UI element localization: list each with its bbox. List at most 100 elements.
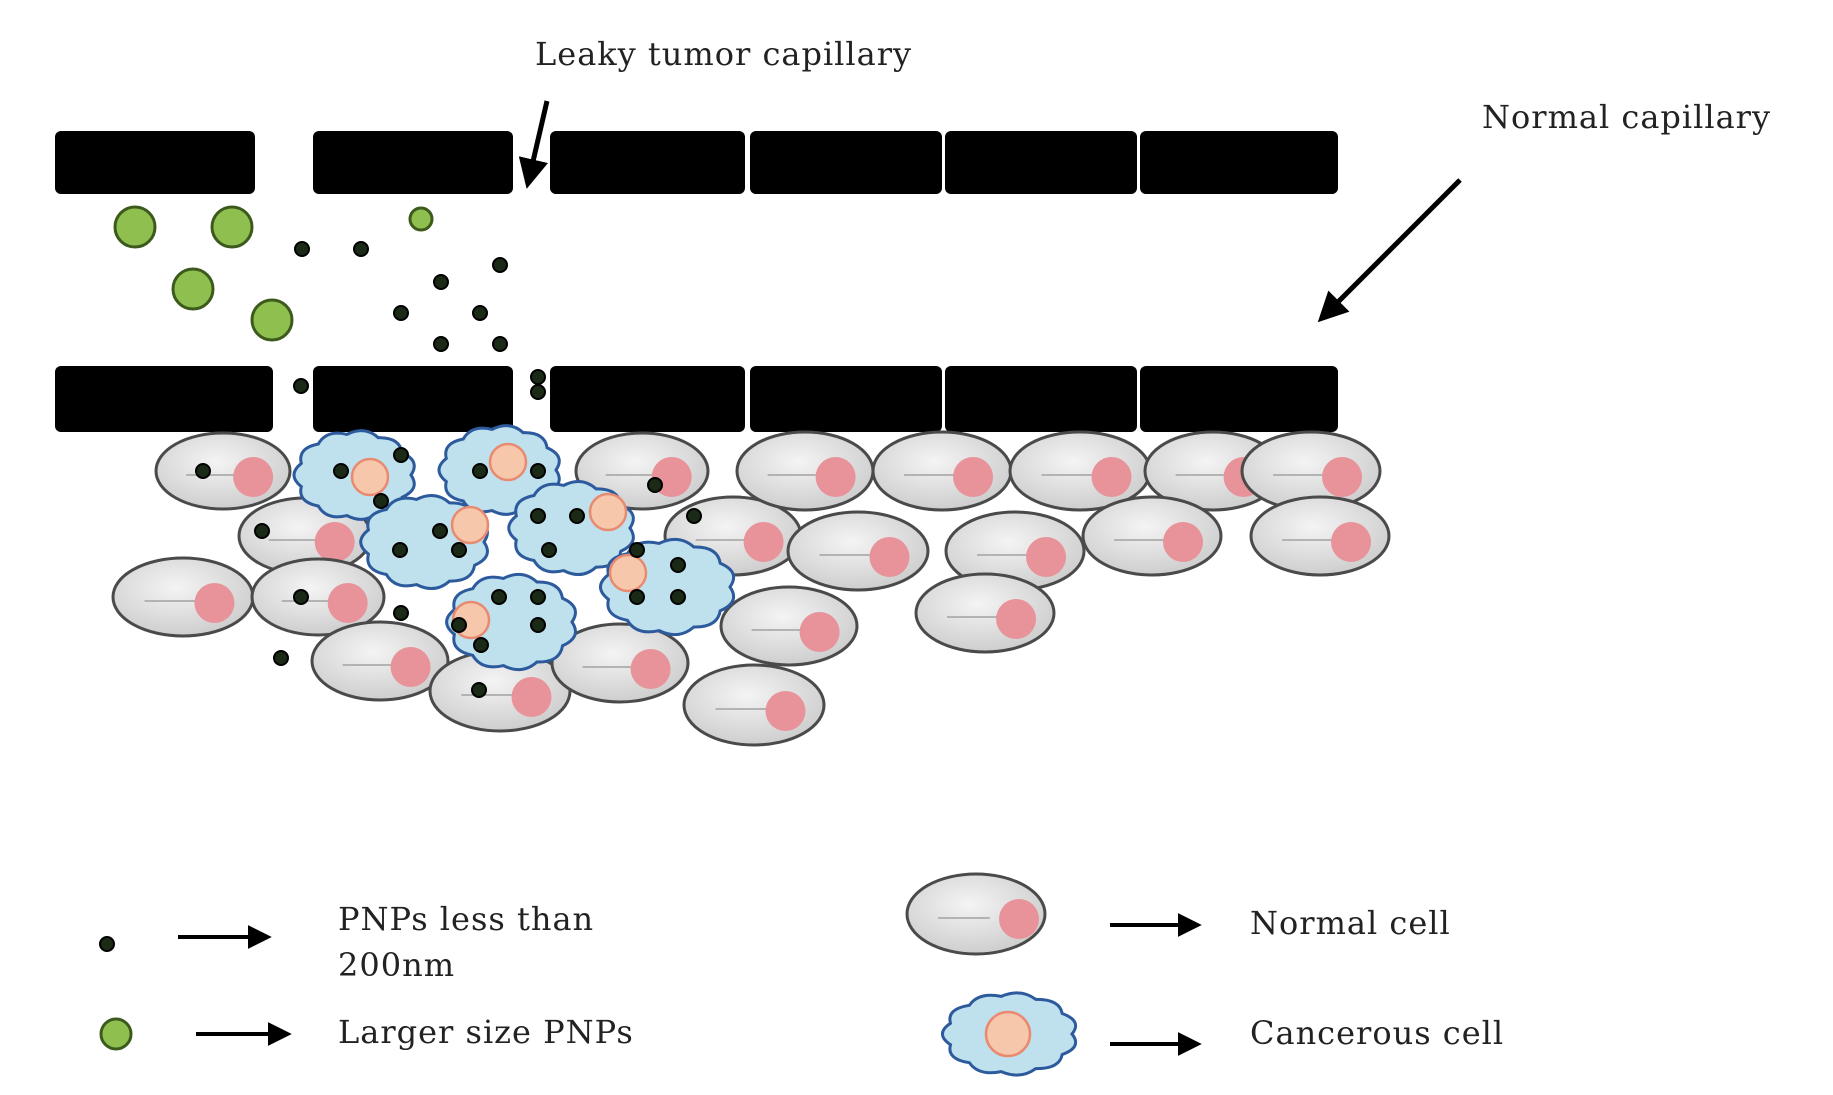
endothelial-segment bbox=[313, 366, 513, 432]
cancer-nucleus bbox=[350, 457, 390, 497]
small-pnp bbox=[333, 463, 349, 479]
cell-nucleus bbox=[194, 583, 235, 623]
small-pnp bbox=[433, 336, 449, 352]
small-pnp bbox=[393, 447, 409, 463]
small-pnp bbox=[569, 508, 585, 524]
small-pnp bbox=[647, 477, 663, 493]
small-pnp bbox=[451, 617, 467, 633]
small-pnp bbox=[530, 384, 546, 400]
cell-nucleus bbox=[999, 899, 1039, 939]
cancer-cell bbox=[940, 991, 1078, 1077]
small-pnp bbox=[293, 378, 309, 394]
normal-cell bbox=[310, 620, 450, 702]
endothelial-segment bbox=[55, 131, 255, 194]
cell-nucleus bbox=[1163, 522, 1204, 562]
large-pnp bbox=[408, 206, 434, 232]
large-pnp bbox=[113, 205, 157, 249]
normal-cell bbox=[154, 431, 292, 511]
small-pnp bbox=[293, 589, 309, 605]
small-pnp bbox=[670, 589, 686, 605]
cell-nucleus bbox=[1322, 457, 1363, 497]
cell-nucleus bbox=[953, 457, 994, 497]
small-pnp bbox=[254, 523, 270, 539]
cell-nucleus bbox=[390, 647, 431, 687]
normal-cell bbox=[1008, 430, 1152, 512]
cancer-nucleus bbox=[488, 442, 528, 482]
normal-cell bbox=[1081, 495, 1223, 577]
small-pnp bbox=[472, 305, 488, 321]
lumen-particles bbox=[113, 205, 546, 400]
endothelial-segment bbox=[313, 131, 513, 194]
extravasated-pnps bbox=[195, 378, 702, 698]
small-pnp bbox=[530, 589, 546, 605]
normal-cell bbox=[428, 649, 572, 733]
cell-nucleus bbox=[233, 457, 274, 497]
small-pnp bbox=[670, 557, 686, 573]
normal-cell bbox=[111, 556, 255, 638]
small-pnp bbox=[393, 605, 409, 621]
capillary-upper-wall bbox=[55, 131, 1338, 194]
legend-cancerous-cell: Cancerous cell bbox=[1250, 1014, 1504, 1052]
small-pnp bbox=[492, 257, 508, 273]
endothelial-segment bbox=[1140, 366, 1338, 432]
normal-capillary-arrow bbox=[1317, 178, 1462, 323]
cancer-cell bbox=[598, 537, 736, 637]
cell-nucleus bbox=[314, 522, 355, 562]
small-pnp bbox=[473, 637, 489, 653]
normal-cell bbox=[871, 430, 1013, 512]
small-pnp bbox=[353, 241, 369, 257]
endothelial-segment bbox=[550, 366, 745, 432]
normal-cell bbox=[719, 585, 859, 667]
cancer-nucleus bbox=[450, 505, 490, 545]
endothelial-segment bbox=[1140, 131, 1338, 194]
small-pnp bbox=[195, 463, 211, 479]
cell-nucleus bbox=[765, 691, 806, 731]
small-pnp bbox=[373, 493, 389, 509]
cell-nucleus bbox=[869, 537, 910, 577]
large-pnp bbox=[171, 267, 215, 311]
small-pnp bbox=[393, 305, 409, 321]
small-pnp bbox=[472, 463, 488, 479]
cell-nucleus bbox=[630, 649, 671, 689]
large-pnp bbox=[250, 298, 294, 342]
small-pnp bbox=[433, 274, 449, 290]
legend-normal-cell: Normal cell bbox=[1250, 904, 1451, 942]
cancer-nucleus bbox=[608, 553, 648, 593]
small-pnp bbox=[530, 617, 546, 633]
legend-small-pnp-line1: PNPs less than bbox=[338, 900, 594, 938]
small-pnp bbox=[451, 542, 467, 558]
small-pnp bbox=[530, 369, 546, 385]
endothelial-segment bbox=[550, 131, 745, 194]
cell-nucleus bbox=[1331, 522, 1372, 562]
cell-nucleus bbox=[799, 612, 840, 652]
cell-nucleus bbox=[1091, 457, 1132, 497]
cancer-cell bbox=[437, 424, 561, 516]
small-pnp bbox=[392, 542, 408, 558]
small-pnp bbox=[530, 463, 546, 479]
leaky-capillary-arrow bbox=[518, 100, 550, 189]
endothelial-segment bbox=[55, 366, 273, 432]
small-pnp bbox=[686, 508, 702, 524]
normal-cell-layer bbox=[111, 430, 1391, 747]
normal-cell bbox=[944, 510, 1086, 592]
leaky-capillary-label: Leaky tumor capillary bbox=[535, 35, 912, 73]
small-pnp bbox=[273, 650, 289, 666]
small-pnp-symbol bbox=[99, 936, 115, 952]
cell-nucleus bbox=[511, 677, 552, 717]
normal-cell-symbol bbox=[905, 872, 1047, 956]
normal-cell bbox=[550, 622, 690, 704]
endothelial-segment bbox=[945, 366, 1137, 432]
small-pnp bbox=[432, 523, 448, 539]
small-pnp bbox=[629, 589, 645, 605]
large-pnp bbox=[210, 205, 254, 249]
cell-nucleus bbox=[327, 583, 368, 623]
small-pnp bbox=[629, 542, 645, 558]
small-pnp bbox=[492, 336, 508, 352]
legend-small-pnp-line2: 200nm bbox=[338, 946, 455, 984]
cancer-nucleus bbox=[984, 1010, 1032, 1058]
cell-nucleus bbox=[743, 522, 784, 562]
legend: PNPs less than 200nm Larger size PNPs No… bbox=[99, 872, 1504, 1077]
cancerous-cell-symbol bbox=[940, 991, 1078, 1077]
large-pnp-symbol bbox=[99, 1017, 133, 1051]
